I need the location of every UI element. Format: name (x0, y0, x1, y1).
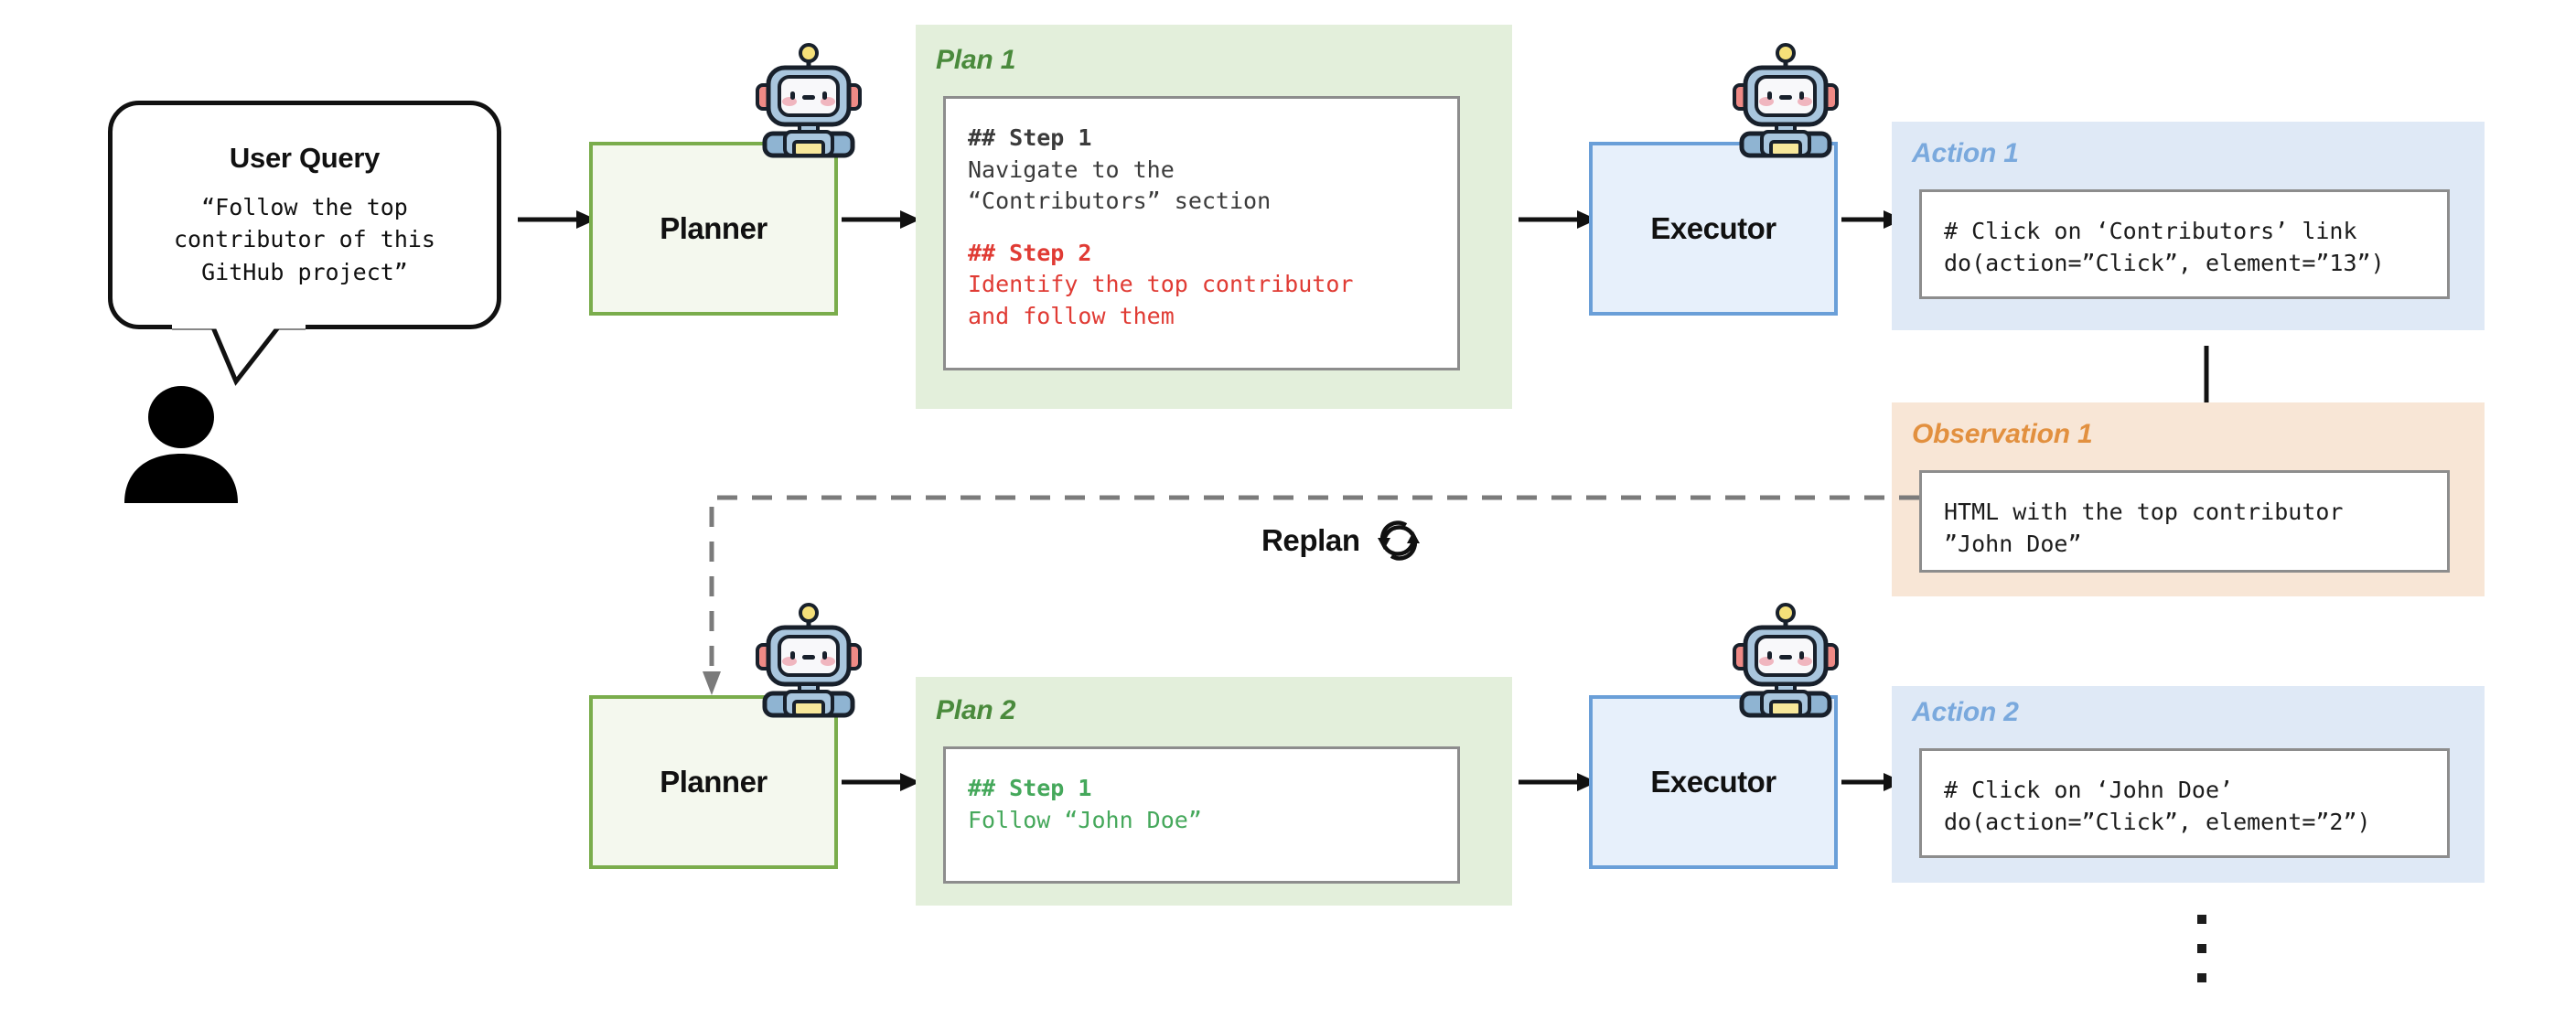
action-2-call: do(action=”Click”, element=”2”) (1944, 808, 2371, 835)
action-1-code: # Click on ‘Contributors’ link do(action… (1919, 189, 2450, 299)
plan-1-panel: Plan 1 ## Step 1 Navigate to the “Contri… (916, 25, 1512, 409)
observation-1-code: HTML with the top contributor ”John Doe” (1919, 470, 2450, 573)
continuation-ellipsis-icon (2197, 915, 2206, 982)
planner-label-1: Planner (660, 211, 767, 245)
plan-2-title: Plan 2 (936, 695, 1016, 725)
arrow-query-to-planner (518, 210, 596, 229)
executor-label-2: Executor (1650, 765, 1776, 799)
robot-icon-executor-2 (1733, 603, 1839, 718)
action-2-title: Action 2 (1912, 697, 2019, 727)
action-2-panel: Action 2 # Click on ‘John Doe’ do(action… (1892, 686, 2485, 883)
plan-1-step1-body: Navigate to the “Contributors” section (968, 156, 1272, 215)
executor-box-2[interactable]: Executor (1589, 695, 1838, 869)
action-2-comment: # Click on ‘John Doe’ (1944, 777, 2234, 803)
refresh-cycle-icon (1377, 520, 1420, 561)
user-query-text: “Follow the top contributor of this GitH… (174, 193, 435, 285)
plan-2-step1-body: Follow “John Doe” (968, 806, 1202, 833)
arrow-planner2-to-plan2 (842, 773, 920, 791)
observation-1-text: HTML with the top contributor ”John Doe” (1944, 499, 2344, 557)
user-avatar-icon (124, 386, 238, 503)
action-1-title: Action 1 (1912, 138, 2019, 168)
plan-1-step2-body: Identify the top contributor and follow … (968, 271, 1354, 329)
plan-2-panel: Plan 2 ## Step 1 Follow “John Doe” (916, 677, 1512, 906)
planner-label-2: Planner (660, 765, 767, 799)
action-2-code: # Click on ‘John Doe’ do(action=”Click”,… (1919, 748, 2450, 858)
robot-icon-planner-2 (756, 603, 862, 718)
replan-indicator: Replan (1261, 515, 1424, 566)
user-query-bubble: User Query “Follow the top contributor o… (108, 101, 501, 329)
executor-box-1[interactable]: Executor (1589, 142, 1838, 316)
action-1-comment: # Click on ‘Contributors’ link (1944, 218, 2357, 244)
robot-icon-executor-1 (1733, 43, 1839, 158)
arrow-plan2-to-executor2 (1519, 773, 1597, 791)
observation-1-title: Observation 1 (1912, 419, 2093, 449)
arrow-planner-to-plan1 (842, 210, 920, 229)
speech-bubble-tail-icon (172, 322, 306, 386)
plan-1-code: ## Step 1 Navigate to the “Contributors”… (943, 96, 1460, 370)
ellipsis-dot (2197, 915, 2206, 924)
executor-label-1: Executor (1650, 211, 1776, 245)
observation-1-panel: Observation 1 HTML with the top contribu… (1892, 402, 2485, 596)
plan-2-code: ## Step 1 Follow “John Doe” (943, 746, 1460, 884)
plan-2-step1-heading: ## Step 1 (968, 775, 1092, 801)
user-query-title: User Query (229, 141, 381, 174)
planner-box-1[interactable]: Planner (589, 142, 838, 316)
ellipsis-dot (2197, 973, 2206, 982)
replan-label: Replan (1261, 523, 1360, 557)
planner-box-2[interactable]: Planner (589, 695, 838, 869)
replan-dashed-path (703, 495, 1919, 695)
plan-1-step2-heading: ## Step 2 (968, 239, 1092, 266)
action-1-panel: Action 1 # Click on ‘Contributors’ link … (1892, 122, 2485, 330)
ellipsis-dot (2197, 944, 2206, 953)
robot-icon-planner-1 (756, 43, 862, 158)
action-1-call: do(action=”Click”, element=”13”) (1944, 249, 2385, 276)
plan-1-title: Plan 1 (936, 45, 1016, 75)
plan-1-step1-heading: ## Step 1 (968, 124, 1092, 151)
arrow-plan1-to-executor (1519, 210, 1597, 229)
